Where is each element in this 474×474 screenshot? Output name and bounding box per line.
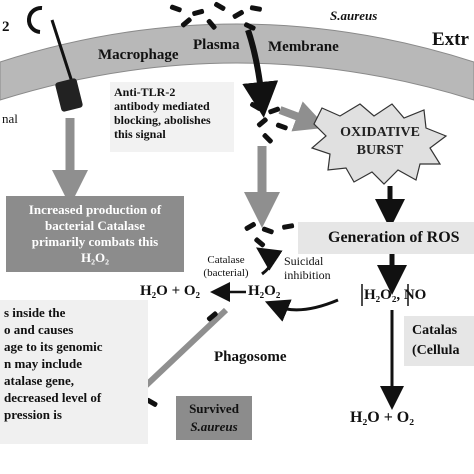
plasma-membrane — [0, 23, 474, 101]
left-text-line-3: age to its genomic — [4, 339, 103, 354]
h2o2-no-label: H₂O₂, NO — [364, 287, 427, 303]
bacteria-top-group — [169, 2, 262, 31]
survived-species: S.aureus — [190, 419, 238, 434]
s-aureus-top-label: S.aureus — [330, 8, 378, 23]
survived-word: Survived — [189, 401, 239, 416]
entry-arrow — [242, 29, 279, 118]
generation-ros-box: Generation of ROS — [298, 222, 474, 254]
anti-tlr2-line-1: Anti-TLR-2 — [114, 85, 176, 99]
production-line-1: Increased production of — [28, 202, 162, 217]
tlr2-stalk — [50, 19, 74, 83]
survived-box: Survived S.aureus — [176, 396, 252, 440]
burst-label: BURST — [356, 143, 404, 158]
left-text-line-6: decreased level of — [4, 390, 102, 405]
inhibition-word: inhibition — [284, 268, 331, 282]
tlr2-label-fragment: 2 — [2, 19, 10, 35]
h2o-o2-right-label: H₂O + O₂ — [350, 409, 415, 426]
bacterial-word: (bacterial) — [203, 267, 249, 279]
h2o2-center-label: H₂O₂ — [248, 283, 281, 299]
anti-tlr2-box: Anti-TLR-2 antibody mediated blocking, a… — [110, 82, 234, 152]
oxidative-label: OXIDATIVE — [340, 125, 420, 140]
suicidal-word: Suicidal — [284, 254, 324, 268]
plasma-label: Plasma — [193, 37, 240, 53]
left-text-line-1: s inside the — [4, 305, 66, 320]
catalase-cellular-box: Catalas (Cellula — [404, 316, 474, 366]
ros-to-phagosome-arrow — [264, 298, 339, 322]
left-text-line-5: atalase gene, — [4, 373, 75, 388]
anti-tlr2-line-3: blocking, abolishes — [114, 113, 211, 127]
bacteria-inside-group — [250, 101, 288, 144]
suicidal-inhibition-label: Suicidal inhibition — [284, 254, 331, 282]
signal-label-fragment: nal — [2, 111, 18, 126]
genomic-damage-box: s inside the o and causes age to its gen… — [0, 300, 148, 444]
production-line-3: primarily combats this — [31, 234, 159, 249]
oxidative-burst-label: OXIDATIVE BURST — [332, 124, 428, 160]
macrophage-label: Macrophage — [98, 47, 179, 63]
oxidative-burst-star — [310, 103, 448, 185]
membrane-label: Membrane — [268, 39, 339, 55]
bacteria-phagosome-group — [244, 222, 295, 248]
tlr2-block — [55, 78, 83, 112]
bacteria-bottom-group — [146, 311, 218, 407]
generation-ros-label: Generation of ROS — [328, 229, 460, 246]
increased-production-box: Increased production of bacterial Catala… — [6, 196, 184, 272]
catalase-word: Catalase — [207, 254, 245, 266]
extracellular-label-fragment: Extr — [432, 29, 469, 50]
tlr2-receptor-icon — [27, 5, 43, 34]
anti-tlr2-line-2: antibody mediated — [114, 99, 210, 113]
h2o-o2-left-label: H₂O + O₂ — [140, 283, 201, 299]
left-text-line-2: o and causes — [4, 322, 74, 337]
suicidal-inhibition-arrow — [256, 247, 283, 276]
catalase-cellular-line-2: (Cellula — [412, 343, 460, 358]
phagosome-label: Phagosome — [214, 349, 287, 365]
anti-tlr2-line-4: this signal — [114, 127, 166, 141]
production-line-4: H₂O₂ — [80, 250, 110, 265]
catalase-cellular-line-1: Catalas — [412, 323, 458, 338]
burst-arrow — [278, 101, 327, 132]
catalase-bacterial-label: Catalase (bacterial) — [194, 254, 258, 280]
left-text-line-4: n may include — [4, 356, 83, 371]
production-line-2: bacterial Catalase — [44, 218, 145, 233]
left-text-line-7: pression is — [4, 407, 62, 422]
